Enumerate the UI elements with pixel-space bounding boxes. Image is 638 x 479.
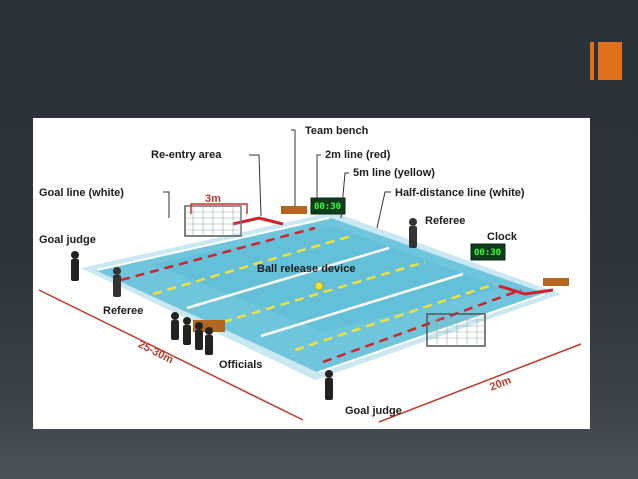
- label-goal-judge-bottom: Goal judge: [345, 405, 402, 417]
- clock-left: 00:30: [310, 197, 346, 215]
- team-bench-left: [281, 206, 307, 214]
- label-dim-length: 25-30m: [136, 338, 175, 366]
- goal-right: [426, 313, 486, 347]
- goal-judge-left-figure: [71, 251, 79, 281]
- goal-judge-bottom-figure: [325, 370, 333, 400]
- water-polo-pool-diagram: 00:30 00:30: [33, 118, 590, 429]
- leader-lines: [163, 129, 391, 229]
- team-bench-right: [543, 278, 569, 286]
- label-referee-left: Referee: [103, 305, 143, 317]
- yellow-centre-dash: [222, 260, 426, 324]
- label-reentry-area: Re-entry area: [151, 149, 222, 161]
- label-dim-3m: 3m: [205, 193, 221, 205]
- label-referee-right: Referee: [425, 215, 465, 227]
- clock-left-readout: 00:30: [314, 202, 341, 212]
- clock-right-readout: 00:30: [474, 248, 501, 258]
- accent-bar-thick: [598, 42, 622, 80]
- dim-3m-bracket: [190, 203, 248, 214]
- ball-release-device-icon: [314, 281, 324, 291]
- yellow-5m-line-left: [152, 234, 352, 296]
- label-dim-width: 20m: [488, 374, 513, 393]
- label-half-distance: Half-distance line (white): [395, 187, 525, 199]
- pool-centre-band: [153, 226, 503, 332]
- clock-right: 00:30: [470, 243, 506, 261]
- white-half-distance-right: [260, 272, 464, 338]
- yellow-5m-line-right: [294, 282, 496, 352]
- label-5m-line: 5m line (yellow): [353, 167, 435, 179]
- dim-length-line: [38, 289, 304, 421]
- label-goal-line: Goal line (white): [39, 187, 124, 199]
- referee-left-figure: [113, 267, 121, 297]
- officials-figures: [171, 312, 213, 355]
- goal-left: [184, 205, 242, 237]
- dim-width-line: [378, 343, 582, 423]
- label-clock: Clock: [487, 231, 518, 243]
- goal-line-left: [96, 217, 330, 271]
- reentry-area-right: [498, 284, 554, 296]
- pool-diagram-svg: 00:30 00:30: [38, 125, 582, 423]
- label-goal-judge-left: Goal judge: [39, 234, 96, 246]
- referee-right-figure: [409, 218, 417, 248]
- red-2m-line-left: [120, 226, 316, 282]
- label-team-bench: Team bench: [305, 125, 369, 137]
- red-2m-line-right: [322, 288, 522, 364]
- label-officials: Officials: [219, 359, 262, 371]
- goal-line-right: [318, 293, 546, 373]
- white-half-distance-left: [186, 246, 390, 310]
- label-2m-line: 2m line (red): [325, 149, 391, 161]
- accent-bar-thin: [590, 42, 594, 80]
- label-ball-release: Ball release device: [257, 263, 355, 275]
